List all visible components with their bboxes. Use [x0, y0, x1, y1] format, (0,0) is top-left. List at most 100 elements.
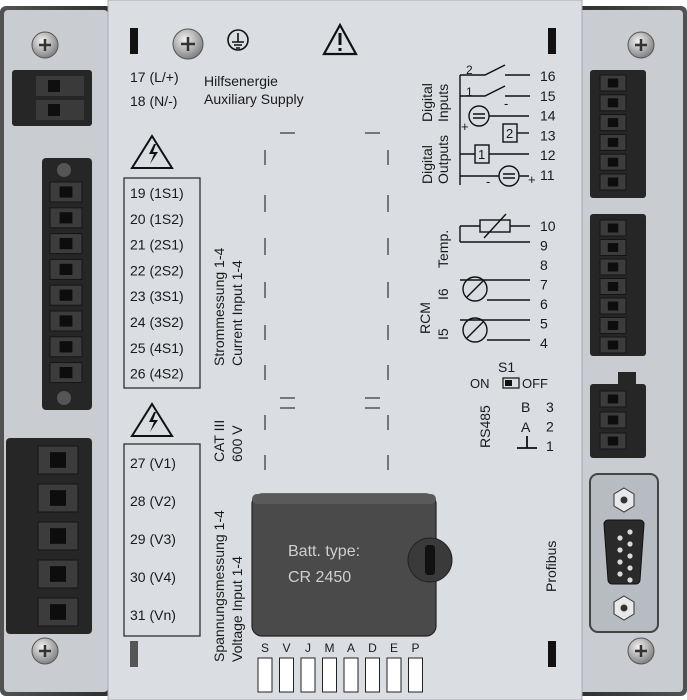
screw-icon — [31, 637, 59, 665]
temp-rcm-connector[interactable] — [590, 214, 646, 356]
voltage-terminal-label: 29 (V3) — [130, 531, 176, 547]
date-code-letter: E — [390, 641, 398, 655]
supply-terminal-18: 18 (N/-) — [130, 93, 177, 109]
voltage-terminal-label: 31 (Vn) — [130, 607, 176, 623]
terminal-pin[interactable] — [599, 153, 627, 171]
terminal-pin[interactable] — [37, 521, 79, 551]
digital-mark: 2 — [466, 63, 473, 77]
date-code-box — [408, 657, 423, 693]
supply-label-en: Auxiliary Supply — [204, 91, 304, 107]
terminal-pin[interactable] — [599, 258, 627, 276]
voltage-category: CAT III — [211, 420, 227, 462]
voltage-label-en: Voltage Input 1-4 — [229, 556, 245, 662]
rs485-pin-b: B — [521, 399, 530, 415]
terminal-pin[interactable] — [37, 483, 79, 513]
terminal-pin[interactable] — [599, 173, 627, 191]
supply-label-de: Hilfsenergie — [204, 73, 278, 89]
rs485-pin-a: A — [521, 419, 531, 435]
screw-icon — [31, 31, 59, 59]
current-label-de: Strommessung 1-4 — [211, 248, 227, 366]
battery-cover[interactable] — [251, 493, 437, 637]
digital-connector[interactable] — [590, 70, 646, 198]
terminal-pin[interactable] — [37, 559, 79, 589]
switch-off-label: OFF — [522, 376, 548, 391]
corner-screws — [31, 28, 655, 665]
current-terminal-label: 21 (2S1) — [130, 237, 184, 253]
current-connector-pins — [49, 181, 83, 384]
s1-dip-switch[interactable] — [502, 377, 520, 389]
current-label-en: Current Input 1-4 — [229, 260, 245, 366]
current-terminal-label: 25 (4S1) — [130, 340, 184, 356]
terminal-pin[interactable] — [599, 390, 627, 408]
date-code-letter: V — [282, 641, 290, 655]
supply-connector[interactable] — [12, 70, 92, 126]
terminal-pin[interactable] — [49, 181, 83, 203]
terminal-pin[interactable] — [37, 445, 79, 475]
digital-mark: 2 — [506, 126, 513, 141]
rs485-terminal-number: 1 — [546, 438, 554, 454]
voltage-label-de: Spannungsmessung 1-4 — [211, 510, 227, 662]
terminal-pin[interactable] — [599, 94, 627, 112]
terminal-pin[interactable] — [49, 207, 83, 229]
temp-rcm-terminal-number: 8 — [540, 257, 548, 273]
terminal-pin[interactable] — [599, 278, 627, 295]
terminal-pin[interactable] — [599, 317, 627, 334]
terminal-pin[interactable] — [599, 336, 627, 354]
terminal-pin[interactable] — [37, 597, 79, 627]
terminal-pin[interactable] — [599, 297, 627, 315]
current-connector[interactable] — [42, 158, 92, 410]
date-code-box — [257, 657, 273, 693]
plate-marker — [548, 28, 556, 54]
digital-inputs-label-a: Digital — [419, 83, 435, 122]
voltage-terminal-box — [123, 443, 201, 637]
terminal-pin[interactable] — [599, 432, 627, 450]
terminal-pin[interactable] — [599, 74, 627, 92]
date-code-box — [365, 657, 380, 693]
profibus-dsub-connector[interactable] — [589, 473, 659, 633]
digital-connector-pins — [599, 74, 627, 191]
rs485-connector[interactable] — [590, 372, 646, 458]
terminal-pin[interactable] — [49, 310, 83, 332]
screw-icon — [627, 31, 655, 59]
terminal-pin[interactable] — [599, 411, 627, 429]
digital-mark: 1 — [466, 85, 473, 99]
plate-marker — [130, 28, 138, 54]
digital-terminal-number: 11 — [540, 167, 555, 183]
rcm-label: RCM — [417, 302, 433, 334]
terminal-pin[interactable] — [49, 362, 83, 384]
date-code-letter: J — [305, 641, 311, 655]
rcm-i6-label: I6 — [435, 288, 451, 300]
terminal-pin[interactable] — [49, 284, 83, 306]
terminal-pin[interactable] — [599, 133, 627, 151]
hazard-voltage-icon — [130, 402, 174, 437]
hazard-voltage-icon — [130, 134, 174, 169]
voltage-connector[interactable] — [6, 438, 92, 634]
terminal-pin[interactable] — [599, 239, 627, 256]
temp-rcm-terminal-number: 5 — [540, 316, 548, 332]
digital-outputs-label-a: Digital — [419, 145, 435, 184]
current-terminal-label: 23 (3S1) — [130, 288, 184, 304]
rcm-i5-label: I5 — [435, 328, 451, 340]
terminal-pin[interactable] — [49, 233, 83, 255]
terminal-pin[interactable] — [599, 114, 627, 132]
voltage-terminal-label: 30 (V4) — [130, 569, 176, 585]
temp-rcm-schematic — [459, 213, 530, 343]
switch-on-label: ON — [470, 376, 490, 391]
terminal-pin[interactable] — [599, 219, 627, 237]
current-terminal-label: 22 (2S2) — [130, 262, 184, 278]
temp-rcm-terminal-number: 4 — [540, 335, 548, 351]
current-terminal-label: 26 (4S2) — [130, 366, 184, 382]
temp-rcm-terminal-number: 10 — [540, 218, 556, 234]
protective-earth-icon — [227, 29, 249, 51]
terminal-pin[interactable] — [49, 258, 83, 280]
current-terminal-label: 19 (1S1) — [130, 185, 184, 201]
battery-cover-knob[interactable] — [407, 537, 453, 583]
terminal-pin[interactable] — [49, 336, 83, 358]
rs485-terminal-number: 3 — [546, 399, 554, 415]
digital-mark: 1 — [478, 147, 485, 162]
digital-mark: + — [528, 172, 536, 187]
voltage-rating: 600 V — [229, 425, 245, 462]
